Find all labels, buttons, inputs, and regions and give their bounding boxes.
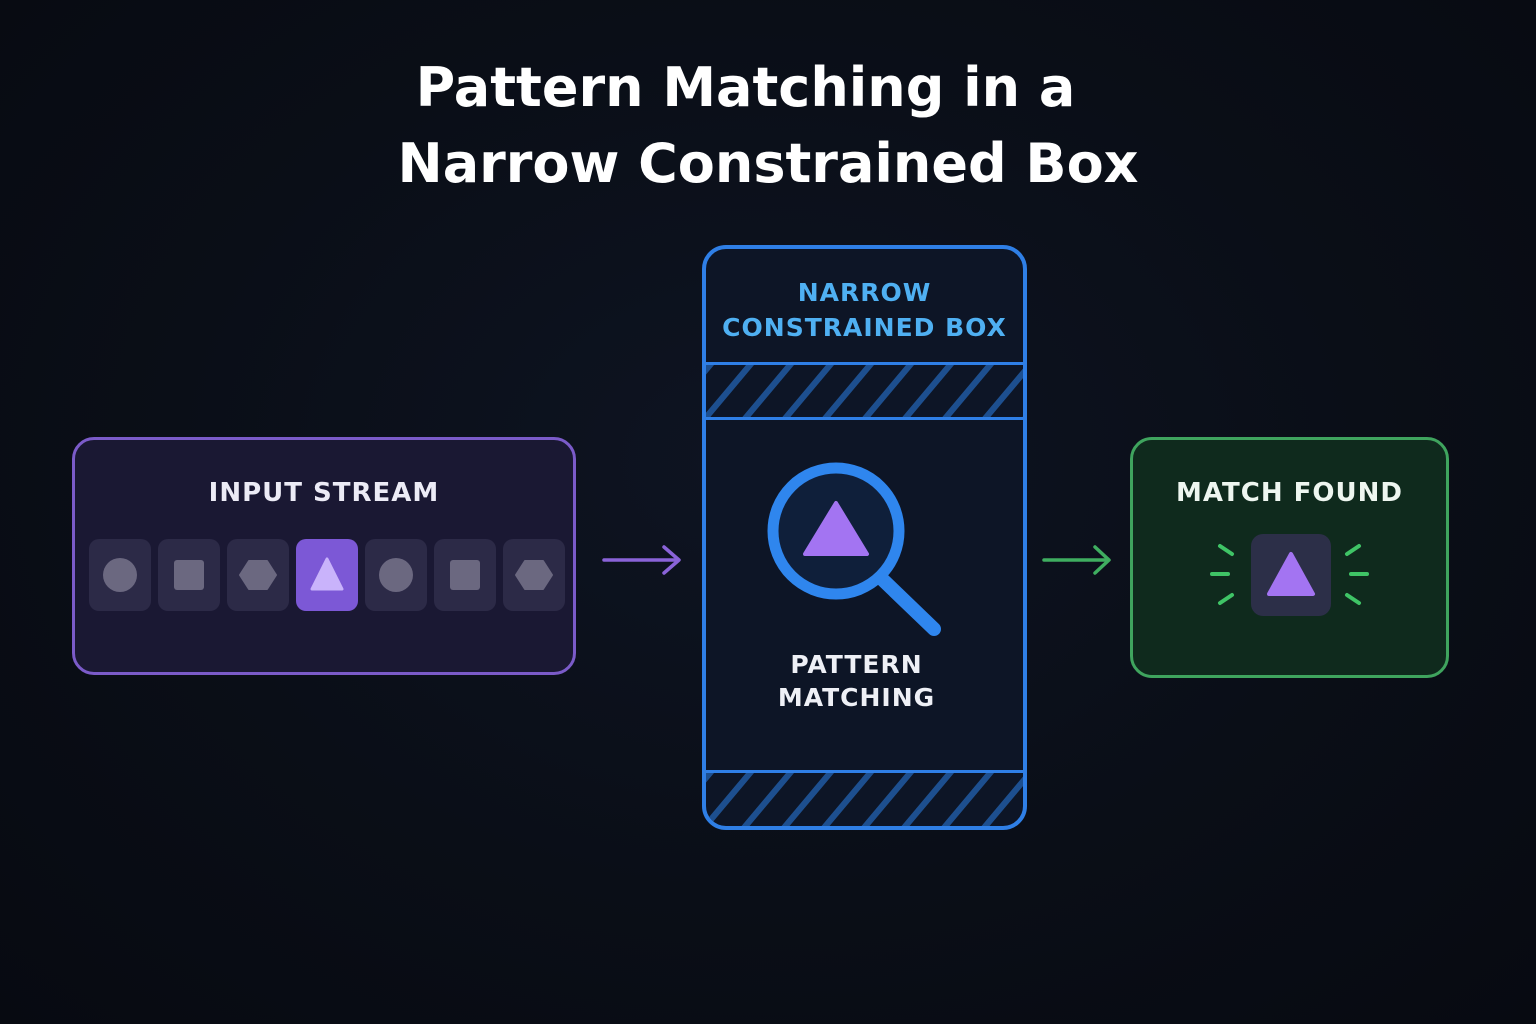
hexagon-icon [239, 560, 277, 590]
token [158, 539, 220, 611]
input-stream-panel: INPUT STREAM [72, 437, 576, 675]
constrained-box-title-line-2: CONSTRAINED BOX [722, 313, 1007, 342]
square-icon [450, 560, 480, 590]
constrained-box-title: NARROW CONSTRAINED BOX [706, 275, 1023, 345]
circle-icon [379, 558, 413, 592]
triangle-icon [1267, 552, 1315, 596]
square-icon [174, 560, 204, 590]
token-active [296, 539, 358, 611]
token [227, 539, 289, 611]
title-line-1: Pattern Matching in a [415, 56, 1076, 119]
page-title: Pattern Matching in a Narrow Constrained… [0, 50, 1536, 202]
caption-line-2: MATCHING [777, 683, 936, 712]
bottom-hatch-top-divider [706, 770, 1023, 773]
arrow-right-icon [1042, 545, 1111, 575]
match-found-label: MATCH FOUND [1176, 478, 1403, 508]
circle-icon [103, 558, 137, 592]
top-divider [706, 362, 1023, 365]
match-tile [1251, 534, 1331, 616]
hexagon-icon [515, 560, 553, 590]
token [434, 539, 496, 611]
caption-line-1: PATTERN [790, 650, 923, 679]
title-line-2: Narrow Constrained Box [397, 132, 1139, 195]
token [89, 539, 151, 611]
magnifier-icon [767, 462, 941, 636]
match-found-panel: MATCH FOUND [1130, 437, 1449, 678]
arrow-right-icon [602, 545, 681, 575]
pattern-matching-caption: PATTERN MATCHING [706, 648, 1023, 714]
token [365, 539, 427, 611]
input-stream-label: INPUT STREAM [208, 478, 440, 508]
top-hatch-band [706, 365, 1023, 417]
triangle-icon [310, 557, 344, 591]
token [503, 539, 565, 611]
token-row [89, 539, 567, 611]
bottom-hatch-band [706, 773, 1023, 826]
sparkle-rays-icon [1210, 544, 1369, 605]
triangle-icon [803, 501, 869, 556]
top-hatch-bottom-divider [706, 417, 1023, 420]
constrained-box-title-line-1: NARROW [797, 278, 932, 307]
constrained-box-panel: NARROW CONSTRAINED BOX PATTERN MATCHING [702, 245, 1027, 830]
